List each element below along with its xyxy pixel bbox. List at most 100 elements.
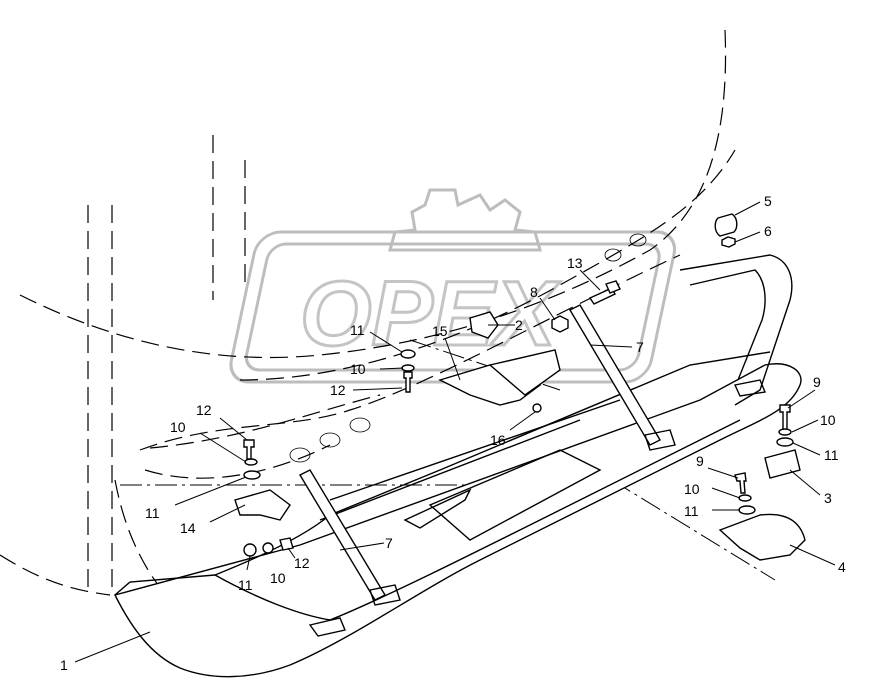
bumper-recess — [428, 449, 602, 541]
hardware-left — [234, 349, 416, 557]
callout-10d: 10 — [170, 419, 186, 435]
leader-9b — [707, 467, 739, 479]
leader-12b — [352, 387, 403, 391]
washer-10-lower — [738, 494, 752, 502]
strut-right — [569, 304, 661, 446]
bolt-head-13 — [605, 280, 621, 294]
clamp-part-2 — [469, 311, 499, 339]
callout-11d: 11 — [145, 505, 160, 521]
washer-11-bottom — [243, 543, 257, 557]
leader-10d — [199, 432, 247, 463]
washer-10-bottom — [262, 542, 274, 554]
nut-8 — [551, 315, 569, 333]
callout-8: 8 — [530, 284, 538, 300]
clamp-14 — [234, 489, 291, 521]
callout-7b: 7 — [385, 535, 393, 551]
callout-15: 15 — [432, 323, 448, 339]
callout-10c: 10 — [350, 361, 366, 377]
leader-4 — [789, 544, 836, 566]
bolt-12-bottom — [279, 537, 294, 551]
hardware-right — [588, 213, 806, 561]
watermark-text: OPEX — [300, 263, 560, 365]
bump-stop-5 — [714, 213, 738, 237]
crossbar-1 — [329, 399, 621, 501]
bumper-inner-edge — [214, 419, 741, 621]
wheel-arch-curve — [144, 444, 331, 479]
bumper-rear-edge — [679, 254, 793, 406]
leader-lines — [74, 201, 836, 663]
bracket-4 — [718, 513, 806, 561]
watermark-frame-inner — [244, 242, 661, 372]
callout-11a: 11 — [824, 447, 839, 463]
callout-4: 4 — [838, 559, 846, 575]
leader-1 — [74, 631, 151, 663]
watermark-frame-outer — [229, 230, 677, 384]
struts — [299, 304, 766, 637]
washer-11-mid — [400, 349, 416, 359]
leader-13 — [579, 269, 601, 291]
bolt-16 — [532, 403, 542, 413]
callout-labels: 1 2 3 4 5 6 7 7 8 9 9 10 10 10 10 10 11 … — [60, 193, 846, 673]
leader-11a — [792, 442, 821, 456]
leader-6 — [734, 231, 761, 243]
grille-outline — [289, 233, 647, 463]
leader-8 — [539, 297, 556, 321]
cab-lower-curve — [239, 149, 736, 381]
leader-12c — [287, 547, 296, 559]
callout-12c: 12 — [294, 555, 310, 571]
bolt-13 — [588, 287, 616, 305]
callout-11e: 11 — [238, 577, 253, 593]
callout-1: 1 — [60, 657, 68, 673]
callout-16: 16 — [490, 432, 506, 448]
leader-10c — [379, 367, 404, 370]
fender-curve — [139, 254, 681, 451]
strut-left — [299, 469, 386, 601]
callout-11c: 11 — [350, 322, 365, 338]
callout-6: 6 — [764, 223, 772, 239]
strut-mount-1 — [369, 584, 401, 606]
callout-11b: 11 — [684, 503, 699, 519]
callout-2: 2 — [515, 317, 523, 333]
washer-10-left — [244, 458, 258, 466]
cab-edge-curve — [0, 554, 111, 596]
bumper-body — [113, 363, 802, 678]
callout-14: 14 — [180, 520, 196, 536]
leader-11d — [174, 476, 247, 506]
callout-12b: 12 — [330, 382, 346, 398]
bracket-center — [403, 488, 472, 529]
leader-10b — [711, 487, 741, 499]
bumper-rear-edge-inner — [689, 269, 766, 381]
leader-11c — [369, 331, 403, 353]
callout-13: 13 — [567, 255, 583, 271]
callout-12a: 12 — [196, 402, 212, 418]
washer-10-mid — [401, 364, 415, 372]
strut-mount-4 — [733, 379, 766, 397]
strut-mount-2 — [644, 429, 676, 451]
watermark: OPEX — [229, 188, 677, 384]
callout-9b: 9 — [696, 453, 704, 469]
axis-line-2 — [409, 339, 561, 391]
callout-10e: 10 — [270, 570, 286, 586]
bumper-assembly — [113, 254, 802, 678]
callout-5: 5 — [764, 193, 772, 209]
leader-7a — [589, 344, 633, 348]
washer-6 — [721, 236, 736, 248]
leader-3 — [789, 469, 821, 496]
leader-12a — [219, 417, 248, 441]
bracket-arm — [488, 349, 561, 396]
callout-10a: 10 — [820, 412, 836, 428]
lamp-outline — [149, 394, 381, 449]
leader-15 — [444, 337, 461, 381]
bolt-9-lower — [734, 472, 747, 494]
callout-7a: 7 — [636, 339, 644, 355]
center-bracket — [438, 311, 569, 413]
leader-10a — [791, 419, 819, 433]
bolt-12-mid — [403, 371, 413, 393]
callout-9a: 9 — [813, 374, 821, 390]
bolt-9-upper — [779, 404, 791, 431]
watermark-gear — [388, 188, 542, 252]
callout-10b: 10 — [684, 481, 700, 497]
leader-5 — [734, 201, 761, 216]
leader-7b — [339, 542, 385, 551]
